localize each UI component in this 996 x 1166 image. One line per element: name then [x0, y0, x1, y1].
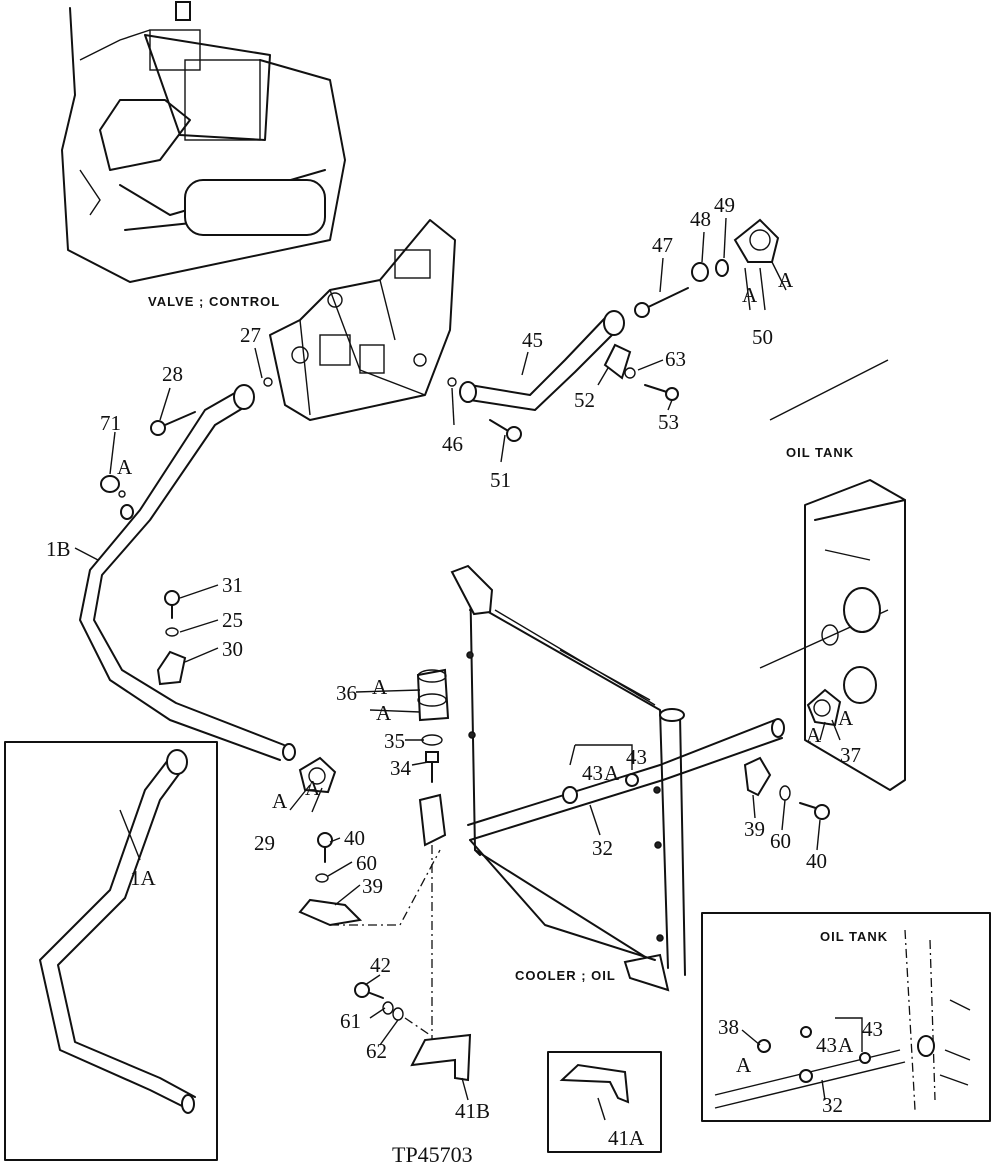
oil-tank	[759, 359, 906, 791]
callout-a-29b: A	[305, 776, 321, 800]
callout-31: 31	[222, 573, 243, 597]
callout-50: 50	[752, 325, 773, 349]
label-oil-tank-inset: OIL TANK	[820, 929, 888, 944]
inset-1a	[4, 741, 218, 1161]
bracket-41b-assembly	[354, 845, 472, 1082]
callout-1b: 1B	[46, 537, 71, 561]
bracket-39-left	[298, 832, 441, 927]
callout-41b: 41B	[455, 1099, 490, 1123]
control-valve	[269, 219, 456, 421]
fasteners-52-53-63	[150, 343, 679, 442]
section-labels: VALVE ; CONTROL OIL TANK OIL TANK COOLER…	[148, 294, 888, 1166]
callout-a-36a: A	[372, 675, 388, 699]
callout-1a: 1A	[130, 866, 157, 890]
callout-62: 62	[366, 1039, 387, 1063]
callout-42: 42	[370, 953, 391, 977]
callout-48: 48	[690, 207, 711, 231]
machine-upper-structure	[61, 1, 346, 283]
callout-52: 52	[574, 388, 595, 412]
callout-43c: 43	[816, 1033, 837, 1057]
callout-a-50b: A	[778, 268, 794, 292]
callout-34: 34	[390, 756, 412, 780]
callout-27: 27	[240, 323, 261, 347]
callout-a-43c: A	[838, 1033, 854, 1057]
clamp-36-assembly	[416, 668, 450, 847]
callout-36: 36	[336, 681, 357, 705]
oil-cooler	[450, 564, 686, 992]
callout-45: 45	[522, 328, 543, 352]
callout-43a: 43	[582, 761, 603, 785]
callout-39a: 39	[362, 874, 383, 898]
callout-30: 30	[222, 637, 243, 661]
clamp-37	[806, 688, 842, 727]
pipe-1b	[79, 384, 296, 761]
inset-41a	[547, 1051, 662, 1153]
callout-71: 71	[100, 411, 121, 435]
callout-32: 32	[592, 836, 613, 860]
callout-29: 29	[254, 831, 275, 855]
callout-63: 63	[665, 347, 686, 371]
clamp-29	[298, 756, 337, 794]
pipe-45	[459, 310, 625, 411]
callout-a-37a: A	[806, 723, 822, 747]
callout-51: 51	[490, 468, 511, 492]
callout-40a: 40	[344, 826, 365, 850]
callout-numbers: 27 28 71 A 1B 31 25 30 45 46 51 47 48 49…	[46, 193, 883, 1150]
callout-a-37b: A	[838, 706, 854, 730]
callout-61: 61	[340, 1009, 361, 1033]
callout-a-50a: A	[742, 283, 758, 307]
callout-a-38: A	[736, 1053, 752, 1077]
callout-35: 35	[384, 729, 405, 753]
callout-49: 49	[714, 193, 735, 217]
callout-37: 37	[840, 743, 861, 767]
label-cooler-oil: COOLER ; OIL	[515, 968, 616, 983]
bracket-30-assembly	[156, 590, 187, 686]
label-oil-tank: OIL TANK	[786, 445, 854, 460]
callout-25: 25	[222, 608, 243, 632]
callout-60a: 60	[356, 851, 377, 875]
leader-lines	[74, 217, 863, 1121]
inset-oil-tank-detail	[701, 912, 991, 1122]
callout-60b: 60	[770, 829, 791, 853]
callout-43b: 43	[626, 745, 647, 769]
cap-71	[100, 475, 126, 498]
callout-a-71: A	[117, 455, 133, 479]
callout-28: 28	[162, 362, 183, 386]
callout-32b: 32	[822, 1093, 843, 1117]
callout-41a: 41A	[608, 1126, 645, 1150]
bracket-39-right	[743, 756, 830, 820]
callout-53: 53	[658, 410, 679, 434]
callout-a-36b: A	[376, 701, 392, 725]
tube-32	[467, 718, 785, 961]
label-valve-control: VALVE ; CONTROL	[148, 294, 280, 309]
callout-43d: 43	[862, 1017, 883, 1041]
callout-a-43: A	[604, 761, 620, 785]
callout-47: 47	[652, 233, 673, 257]
figure-id: TP45703	[392, 1142, 473, 1166]
callout-a-29a: A	[272, 789, 288, 813]
callout-38: 38	[718, 1015, 739, 1039]
callout-46: 46	[442, 432, 463, 456]
callout-39b: 39	[744, 817, 765, 841]
clamp-50-assembly	[634, 218, 780, 318]
callout-40b: 40	[806, 849, 827, 873]
